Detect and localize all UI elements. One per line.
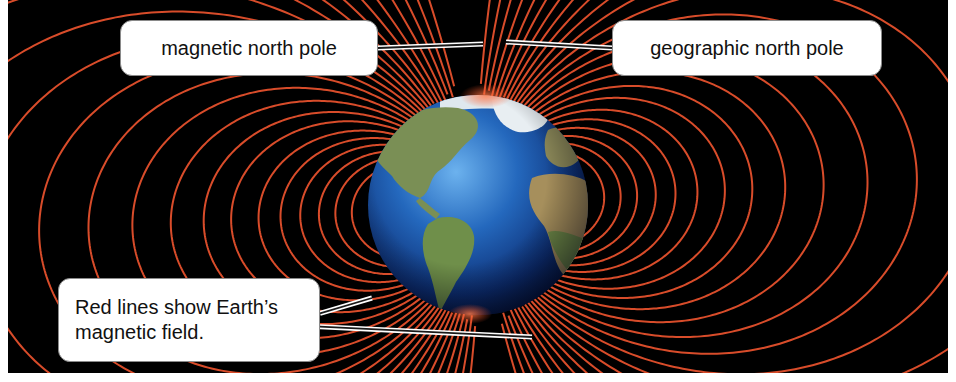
black-background — [8, 0, 948, 373]
field-lines — [8, 0, 948, 373]
callout-box: magnetic north pole — [120, 20, 378, 76]
leader-line-core — [378, 44, 483, 48]
globe-shading — [368, 95, 588, 315]
leader-line — [378, 44, 483, 48]
callout-text: geographic north pole — [627, 36, 867, 61]
leader-lines — [320, 42, 612, 337]
callout-text: Red lines show Earth’s magnetic field. — [75, 295, 303, 345]
ocean — [368, 95, 588, 315]
leader-line-core — [320, 298, 372, 313]
south-pole-glow — [448, 304, 492, 324]
leader-line — [320, 327, 532, 337]
callout-box: Red lines show Earth’s magnetic field. — [58, 278, 320, 362]
leader-line-core — [320, 327, 532, 337]
leader-line — [320, 298, 372, 313]
leader-line-core — [506, 42, 612, 48]
callout-text: magnetic north pole — [135, 36, 363, 61]
earth-globe — [368, 84, 592, 324]
north-pole-glow — [460, 84, 512, 108]
callout-box: geographic north pole — [612, 20, 882, 76]
leader-line — [506, 42, 612, 48]
